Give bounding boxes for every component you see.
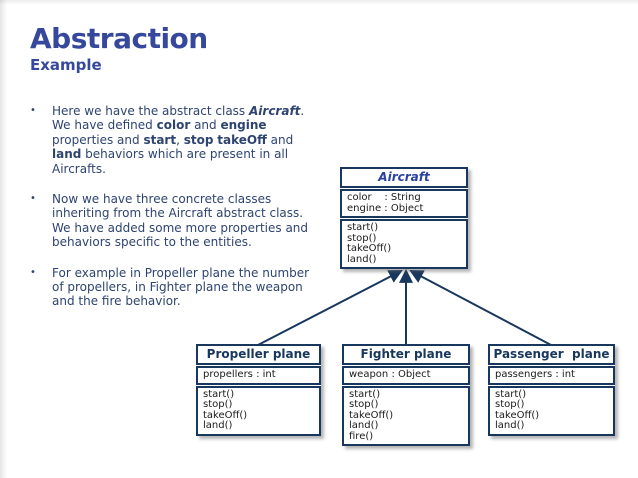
attribute-line: propellers : int xyxy=(203,369,276,380)
text-segment: For example in Propeller plane the numbe… xyxy=(52,265,310,309)
slide-subtitle: Example xyxy=(30,56,102,74)
inheritance-line-passenger xyxy=(409,270,552,346)
bullet-marker: • xyxy=(30,105,36,116)
class-methods: start()stop()takeOff()land() xyxy=(340,219,468,269)
text-segment: behaviors which are present in all Aircr… xyxy=(52,147,289,176)
method-line: fire() xyxy=(349,430,374,442)
method-line: land() xyxy=(495,420,525,431)
text-segment: properties and xyxy=(52,132,144,147)
bullet-list: • Here we have the abstract class Aircraf… xyxy=(30,104,318,325)
text-segment: start xyxy=(143,132,177,147)
slide-top-edge-shading xyxy=(0,0,638,5)
method-line: stop() xyxy=(203,399,233,410)
class-attributes: passengers : int xyxy=(488,366,615,385)
bullet-marker: • xyxy=(30,193,36,205)
text-segment: takeOff xyxy=(217,132,267,147)
attribute-line: color : String xyxy=(347,192,421,203)
uml-class-fighter-plane: Fighter plane weapon : Object start()sto… xyxy=(342,344,470,446)
method-line: land() xyxy=(347,253,377,265)
method-line: stop() xyxy=(495,399,525,410)
class-name: Fighter plane xyxy=(342,344,470,365)
attribute-line: engine : Object xyxy=(347,202,424,214)
method-line: land() xyxy=(203,420,233,431)
method-line: takeOff() xyxy=(495,409,540,421)
class-methods: start()stop()takeOff()land()fire() xyxy=(342,385,470,446)
class-name: Propeller plane xyxy=(196,344,321,365)
text-segment: Now we have three concrete classes inher… xyxy=(52,192,309,250)
attribute-line: passengers : int xyxy=(495,369,575,380)
slide-left-edge-shading xyxy=(0,0,7,478)
uml-class-passenger-plane: Passenger plane passengers : int start()… xyxy=(488,344,615,436)
method-line: takeOff() xyxy=(349,409,394,421)
uml-class-propeller-plane: Propeller plane propellers : int start()… xyxy=(196,344,321,436)
text-segment: and xyxy=(190,118,221,133)
bullet-text: Here we have the abstract class Aircraft… xyxy=(52,104,318,176)
bullet-item: • Now we have three concrete classes inhe… xyxy=(30,192,318,250)
text-segment: Here we have the abstract class xyxy=(52,104,249,118)
method-line: takeOff() xyxy=(203,409,248,421)
class-methods: start()stop()takeOff()land() xyxy=(488,385,615,436)
bullet-item: • Here we have the abstract class Aircraf… xyxy=(30,104,318,176)
text-segment: stop xyxy=(183,132,214,147)
bullet-text: Now we have three concrete classes inher… xyxy=(52,192,318,250)
method-line: stop() xyxy=(349,399,379,410)
text-segment: engine xyxy=(220,118,267,133)
method-line: land() xyxy=(349,420,379,431)
text-segment: and xyxy=(266,132,294,147)
method-line: start() xyxy=(347,222,379,233)
text-segment: . We have defined xyxy=(52,104,305,133)
method-line: start() xyxy=(495,388,527,400)
text-segment: Aircraft xyxy=(249,104,301,118)
class-methods: start()stop()takeOff()land() xyxy=(196,385,321,436)
class-name: Passenger plane xyxy=(488,344,615,365)
text-segment: land xyxy=(52,147,82,162)
method-line: start() xyxy=(349,388,381,400)
slide-title: Abstraction xyxy=(30,22,208,55)
bullet-item: • For example in Propeller plane the numb… xyxy=(30,266,318,309)
class-name: Aircraft xyxy=(340,167,468,188)
class-attributes: propellers : int xyxy=(196,366,321,385)
method-line: stop() xyxy=(347,232,377,244)
method-line: takeOff() xyxy=(347,243,392,254)
attribute-line: weapon : Object xyxy=(349,369,431,380)
text-segment: color xyxy=(156,118,191,133)
bullet-marker: • xyxy=(30,266,36,278)
text-segment: , xyxy=(176,132,184,147)
slide-header: Abstraction Example xyxy=(30,22,208,74)
method-line: start() xyxy=(203,388,235,400)
class-attributes: weapon : Object xyxy=(342,366,470,385)
bullet-text: For example in Propeller plane the numbe… xyxy=(52,266,318,309)
